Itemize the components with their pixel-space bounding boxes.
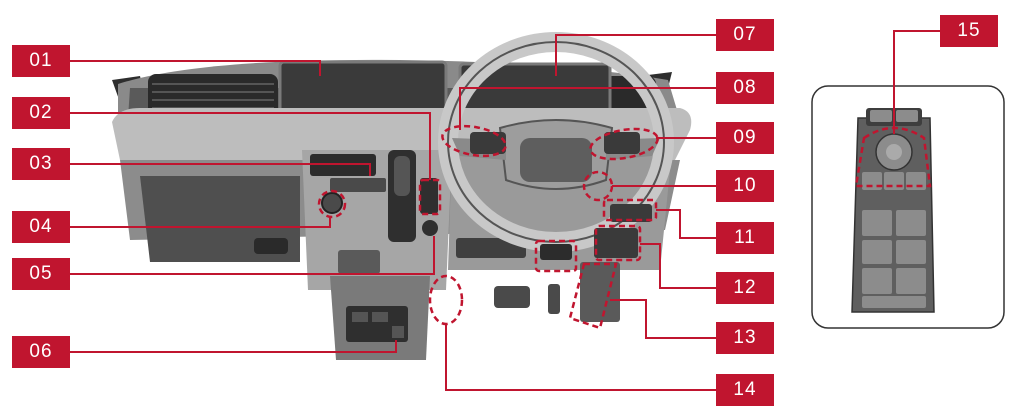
window-switch-1 [862, 210, 892, 236]
window-switch-bottom [862, 296, 926, 308]
start-button [422, 220, 438, 236]
driver-switch-panel-upper [610, 204, 652, 222]
accelerator-pedal [548, 284, 560, 314]
leader-13 [610, 299, 728, 339]
leader-05 [70, 236, 435, 275]
usb-port-1 [352, 312, 368, 322]
window-switch-6 [896, 268, 926, 294]
steering-left-buttons [470, 132, 506, 154]
highlight-12-left [534, 239, 578, 273]
seat-switch-center [884, 172, 904, 190]
lower-door-panel [580, 262, 620, 322]
label-09: 09 [716, 122, 774, 154]
leader-12 [640, 243, 728, 289]
usb-port-2 [372, 312, 388, 322]
brake-pedal [494, 286, 530, 308]
label-12: 12 [716, 272, 774, 304]
label-08: 08 [716, 72, 774, 104]
driver-door-switches [540, 244, 572, 260]
label-01: 01 [12, 45, 70, 77]
label-03: 03 [12, 148, 70, 180]
audio-knob [321, 192, 343, 214]
label-10: 10 [716, 170, 774, 202]
highlight-02 [418, 178, 442, 216]
label-14: 14 [716, 374, 774, 406]
label-06: 06 [12, 336, 70, 368]
leader-01 [70, 60, 321, 76]
dashboard-illustration [112, 32, 692, 360]
mirror-joystick-center [886, 144, 902, 160]
lower-console-pocket [338, 250, 380, 274]
highlight-15 [854, 126, 932, 188]
highlight-11 [602, 198, 658, 222]
console-switch-stack [420, 178, 438, 214]
highlight-13 [568, 262, 618, 330]
leader-lines [70, 30, 940, 391]
window-switch-5 [862, 268, 892, 294]
label-13: 13 [716, 322, 774, 354]
lock-switch-right [896, 110, 918, 122]
leader-07 [555, 34, 728, 76]
highlight-08 [441, 124, 507, 158]
lock-switch-left [870, 110, 892, 122]
leader-11 [656, 209, 728, 239]
console-button-row [330, 178, 386, 192]
leader-15 [893, 30, 940, 134]
seat-switch-inset [811, 85, 1005, 329]
leader-14 [445, 324, 728, 391]
window-switch-3 [862, 240, 892, 264]
label-04: 04 [12, 211, 70, 243]
leader-06 [70, 340, 397, 353]
steering-right-buttons [604, 132, 640, 154]
driver-switch-panel-lower [594, 228, 638, 258]
label-02: 02 [12, 97, 70, 129]
leader-03 [70, 163, 371, 176]
leader-08 [459, 87, 728, 130]
window-switch-2 [896, 210, 926, 236]
seat-switch-left [862, 172, 882, 190]
usb-port-3 [392, 326, 404, 338]
glove-box-handle [254, 238, 288, 254]
seat-switch-right [906, 172, 926, 190]
leader-02 [70, 112, 431, 180]
highlight-03 [317, 189, 347, 219]
label-15: 15 [940, 15, 998, 47]
label-11: 11 [716, 222, 774, 254]
driver-knee-panel [456, 238, 526, 258]
label-07: 07 [716, 19, 774, 51]
steering-wheel-center [520, 138, 592, 182]
gear-shifter [394, 156, 410, 196]
label-05: 05 [12, 258, 70, 290]
window-switch-4 [896, 240, 926, 264]
highlight-12-right [594, 224, 642, 262]
leader-04 [70, 217, 331, 228]
